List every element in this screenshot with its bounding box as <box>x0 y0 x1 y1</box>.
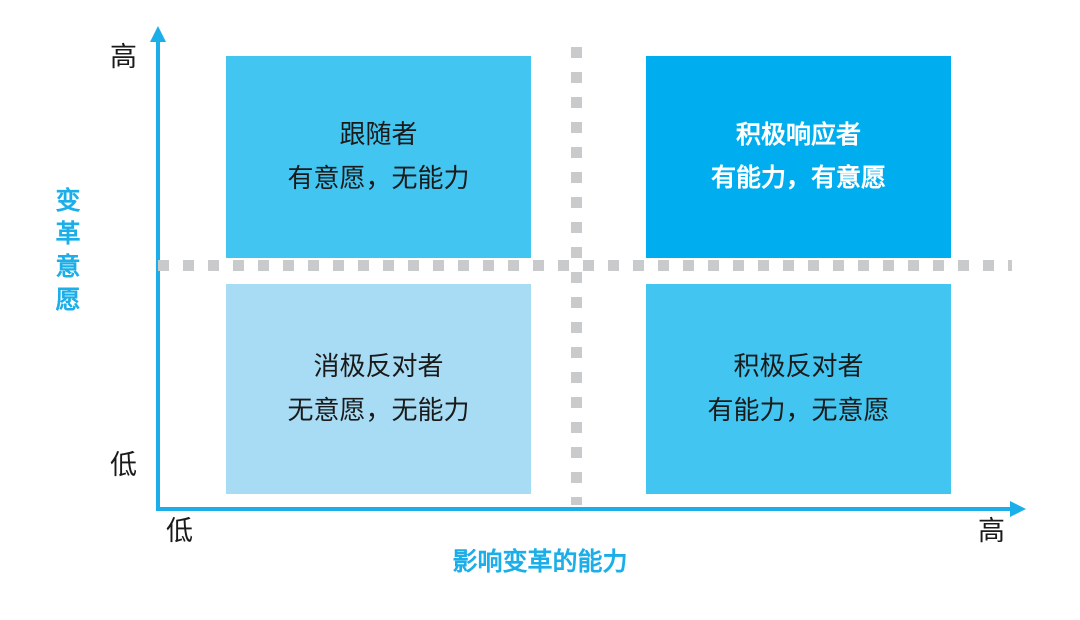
x-axis-tick-low: 低 <box>166 516 193 546</box>
x-axis-line <box>156 507 1014 511</box>
horizontal-divider-dotted-line <box>158 260 1012 271</box>
y-axis-title-char-1: 变 <box>55 187 81 215</box>
vertical-divider-dotted-line <box>571 47 582 505</box>
y-axis-title: 变 革 意 愿 <box>48 185 88 317</box>
x-axis-title: 影响变革的能力 <box>452 548 628 576</box>
quadrant-bottom-left[interactable]: 消极反对者 无意愿，无能力 <box>226 284 531 494</box>
quadrant-top-right[interactable]: 积极响应者 有能力，有意愿 <box>646 56 951 258</box>
y-axis-tick-low: 低 <box>110 450 137 480</box>
quadrant-bottom-right-subtitle: 有能力，无意愿 <box>707 396 890 425</box>
quadrant-bottom-left-subtitle: 无意愿，无能力 <box>287 396 470 425</box>
y-axis-tick-high: 高 <box>110 42 137 72</box>
quadrant-top-left-subtitle: 有意愿，无能力 <box>287 164 470 193</box>
quadrant-bottom-right[interactable]: 积极反对者 有能力，无意愿 <box>646 284 951 494</box>
y-axis-arrow-icon <box>150 26 166 42</box>
quadrant-bottom-right-title: 积极反对者 <box>733 352 864 381</box>
y-axis-title-char-3: 意 <box>55 253 81 281</box>
quadrant-top-left-title: 跟随者 <box>339 120 418 149</box>
quadrant-bottom-left-title: 消极反对者 <box>313 352 444 381</box>
y-axis-title-char-4: 愿 <box>55 286 81 314</box>
quadrant-top-right-title: 积极响应者 <box>735 121 861 149</box>
x-axis-arrow-icon <box>1010 501 1026 517</box>
x-axis-tick-high: 高 <box>978 516 1005 546</box>
y-axis-title-char-2: 革 <box>55 220 81 248</box>
y-axis-line <box>156 40 160 511</box>
quadrant-top-right-subtitle: 有能力，有意愿 <box>710 164 886 192</box>
quadrant-top-left[interactable]: 跟随者 有意愿，无能力 <box>226 56 531 258</box>
